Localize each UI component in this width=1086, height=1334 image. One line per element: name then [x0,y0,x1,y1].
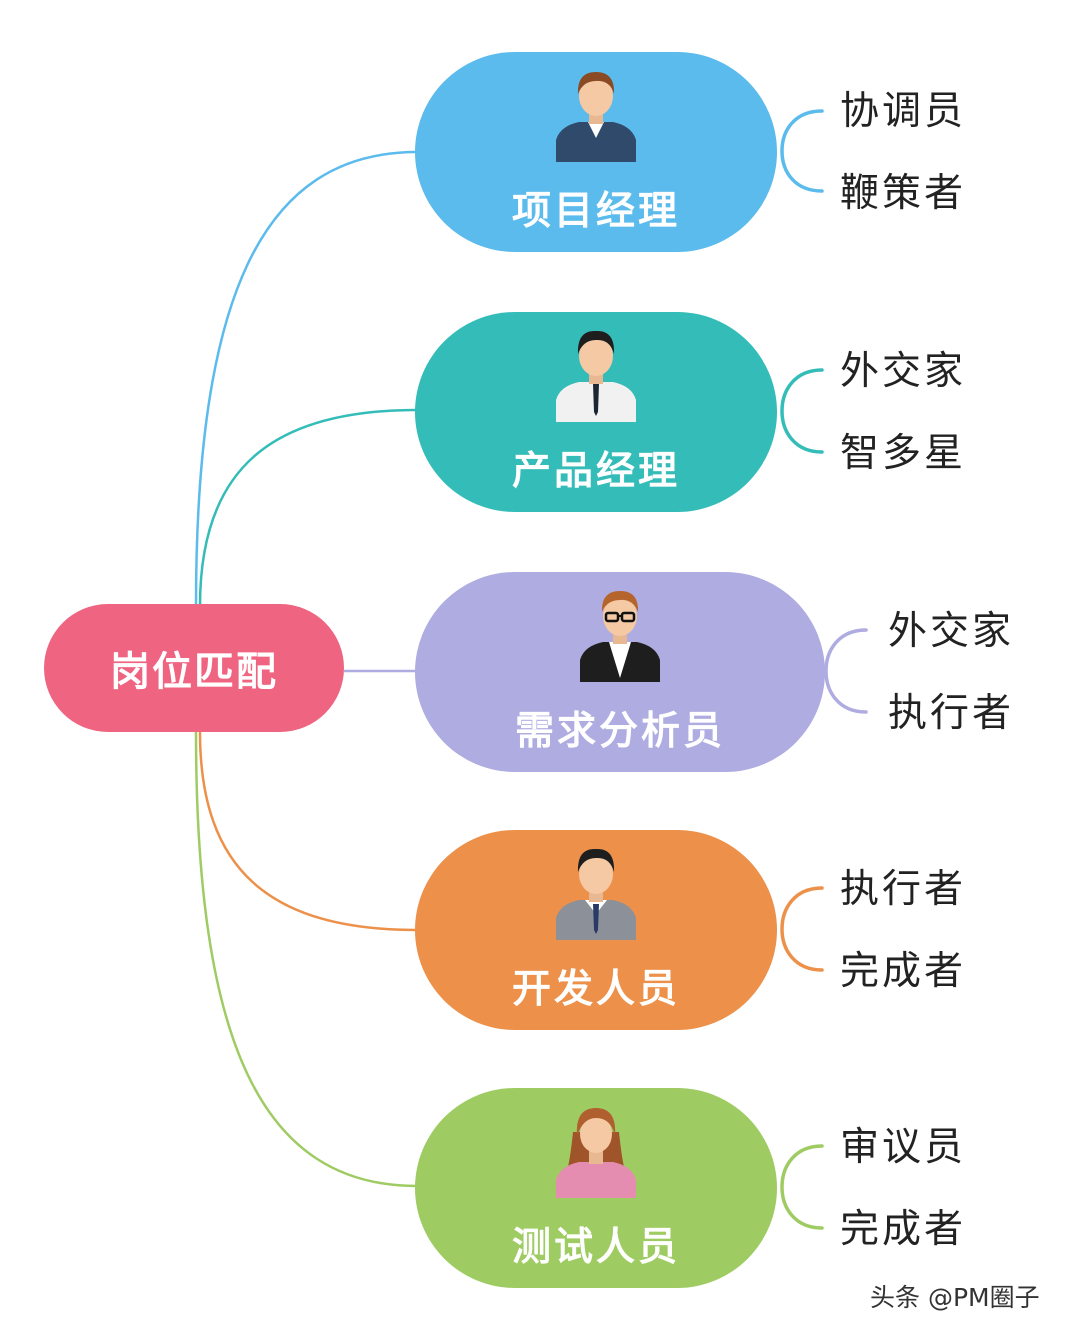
trait-requirements-analyst-2: 执行者 [888,691,1015,736]
role-node-requirements-analyst: 需求分析员 [415,572,825,772]
role-label-requirements-analyst: 需求分析员 [514,709,725,754]
trait-requirements-analyst-1: 外交家 [888,609,1015,654]
male-developer-suit-avatar-icon [556,848,636,940]
trait-product-manager-1: 外交家 [840,349,967,394]
bracket-developer [780,886,824,972]
role-node-tester: 测试人员 [415,1088,777,1288]
root-label: 岗位匹配 [110,649,278,695]
trait-project-manager-1: 协调员 [840,89,967,134]
connector-tester [194,731,418,1188]
role-node-product-manager: 产品经理 [415,312,777,512]
trait-product-manager-2: 智多星 [840,431,967,476]
trait-tester-1: 审议员 [840,1125,967,1170]
male-manager-avatar-icon [556,72,636,162]
bracket-tester [780,1144,824,1230]
female-tester-avatar-icon [556,1108,636,1198]
root-node: 岗位匹配 [44,604,344,732]
connector-product-manager [198,408,418,607]
role-label-tester: 测试人员 [511,1225,680,1270]
bracket-requirements-analyst [824,628,868,714]
trait-developer-1: 执行者 [840,867,967,912]
role-label-project-manager: 项目经理 [511,189,680,234]
trait-developer-2: 完成者 [840,949,967,994]
male-analyst-glasses-avatar-icon [580,591,660,682]
role-label-product-manager: 产品经理 [511,449,680,494]
trait-project-manager-2: 鞭策者 [840,171,967,216]
watermark: 头条 @PM圈子 [870,1283,1040,1312]
role-label-developer: 开发人员 [511,967,680,1012]
male-product-manager-avatar-icon [556,330,636,422]
bracket-project-manager [780,109,824,193]
role-node-developer: 开发人员 [415,830,777,1030]
connector-project-manager [194,150,418,607]
trait-tester-2: 完成者 [840,1207,967,1252]
role-node-project-manager: 项目经理 [415,52,777,252]
bracket-product-manager [780,368,824,454]
connector-developer [198,731,418,932]
